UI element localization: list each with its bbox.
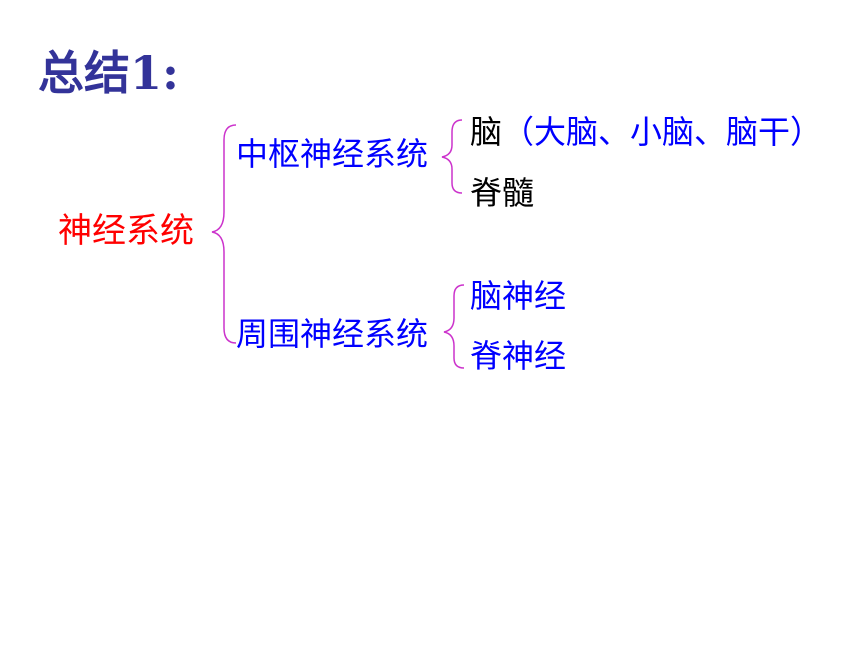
central-brace bbox=[441, 119, 463, 194]
branch-central-nervous-system: 中枢神经系统 bbox=[236, 135, 429, 173]
leaf-brain: 脑（大脑、小脑、脑干） bbox=[470, 116, 822, 148]
leaf-spinal-cord: 脊髓 bbox=[470, 174, 535, 212]
root-node-nervous-system: 神经系统 bbox=[58, 211, 194, 251]
root-brace bbox=[211, 124, 237, 344]
branch-peripheral-nervous-system: 周围神经系统 bbox=[236, 315, 429, 353]
leaf-cranial-nerves: 脑神经 bbox=[470, 277, 567, 315]
slide-title: 总结1: bbox=[38, 46, 179, 100]
peripheral-brace bbox=[443, 284, 465, 369]
leaf-spinal-nerves: 脊神经 bbox=[470, 337, 567, 375]
leaf-brain-label: 脑 bbox=[470, 113, 503, 151]
leaf-brain-parts: （大脑、小脑、脑干） bbox=[502, 113, 823, 151]
